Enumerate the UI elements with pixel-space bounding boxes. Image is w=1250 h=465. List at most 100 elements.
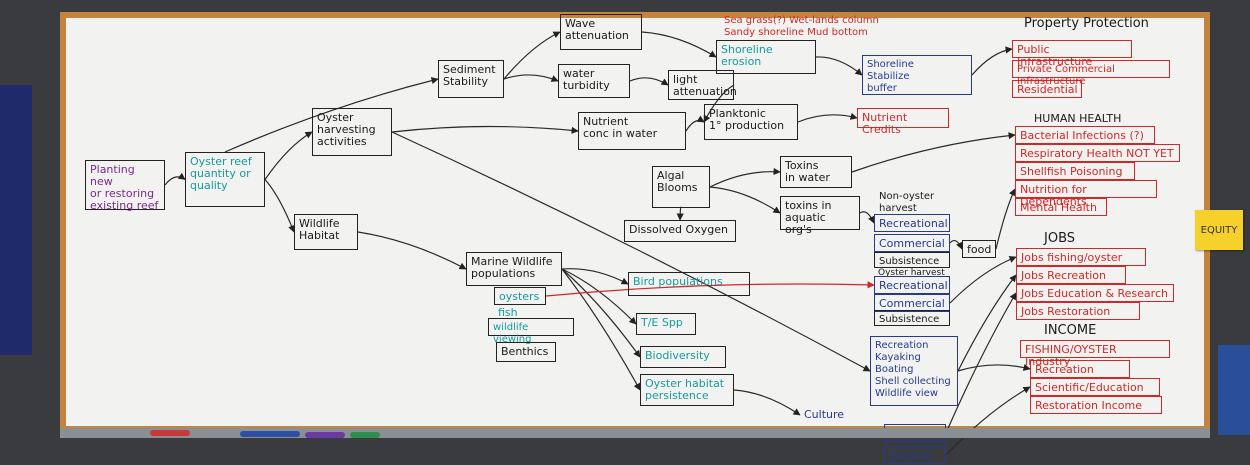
node-shellfish: Shellfish Poisoning <box>1015 162 1135 180</box>
node-wave: Wave attenuation <box>560 14 642 50</box>
arrow-20 <box>561 268 637 325</box>
arrow-16 <box>851 132 1016 173</box>
node-respiratory: Respiratory Health NOT YET <box>1015 144 1180 162</box>
node-income: INCOME <box>1044 323 1097 338</box>
node-recreational-1: Recreational <box>874 214 950 232</box>
node-oyster-habitat: Oyster habitat persistence <box>640 374 734 406</box>
node-subsistence-1: Subsistence <box>874 252 950 268</box>
arrow-11 <box>685 115 705 132</box>
arrow-17 <box>859 211 875 224</box>
arrow-9 <box>971 46 1013 76</box>
node-te-spp: T/E Spp <box>636 313 696 335</box>
arrow-28 <box>957 274 1017 372</box>
arrow-0 <box>164 172 186 186</box>
node-commercial-1: Commercial <box>874 234 950 252</box>
marker-green <box>350 432 380 438</box>
arrow-3 <box>264 179 295 233</box>
node-shoreline-stabilize: Shoreline Stabilize buffer <box>862 55 972 95</box>
node-jobs: JOBS <box>1044 231 1076 246</box>
node-toxins-water: Toxins in water <box>780 156 852 188</box>
node-property: Property Protection <box>1024 16 1149 31</box>
arrow-33 <box>391 125 579 134</box>
node-nutrition: Nutrition for Dependents <box>1015 180 1157 208</box>
arrow-18 <box>357 231 467 270</box>
node-jobs-education: Jobs Education & Research <box>1016 284 1174 302</box>
arrow-29 <box>957 363 1031 372</box>
arrow-5 <box>503 74 559 82</box>
node-private-infra: Private Commercial Infrastructure <box>1012 60 1170 87</box>
node-toxins-aquatic: toxins in aquatic org's <box>780 196 860 236</box>
arrow-13 <box>709 167 781 188</box>
node-oysters: oysters <box>494 287 546 305</box>
arrow-7 <box>641 31 717 58</box>
arrow-23 <box>545 281 875 297</box>
arrow-6 <box>629 77 669 86</box>
arrow-27 <box>949 256 1017 304</box>
node-benthics: Benthics <box>496 342 556 362</box>
node-inc-scientific: Scientific/Education <box>1030 378 1160 396</box>
arrow-4 <box>503 31 561 80</box>
arrow-22 <box>561 268 641 391</box>
marker-red <box>150 430 190 436</box>
node-food: food <box>962 240 996 258</box>
arrow-30 <box>945 292 1017 434</box>
node-marine-wildlife: Marine Wildlife populations <box>466 252 562 286</box>
node-oyster-reef: Oyster reef quantity or quality <box>185 152 265 207</box>
node-dissolved-oxygen: Dissolved Oxygen <box>624 220 736 242</box>
node-public-infra: Public Infrastructure <box>1012 40 1132 68</box>
node-bacterial: Bacterial Infections (?) <box>1015 126 1155 144</box>
node-subsistence-2: Subsistence <box>874 310 950 326</box>
node-algal: Algal Blooms <box>652 166 710 208</box>
node-planting: Planting new or restoring existing reef <box>85 160 165 212</box>
node-commercial-2: Commercial <box>874 294 950 312</box>
equity-sticky-note: EQUITY <box>1195 210 1243 250</box>
node-seagrass: Sea grass(?) Wet-lands column Sandy shor… <box>724 15 879 38</box>
node-wildlife-viewing: wildlife viewing <box>488 318 574 345</box>
arrow-21 <box>561 268 641 358</box>
node-inc-recreation: Recreation <box>1030 360 1130 378</box>
node-fish: fish <box>498 306 518 319</box>
arrow-2 <box>224 77 439 153</box>
node-shoreline-erosion: Shoreline erosion <box>716 40 816 74</box>
node-nutrient-water: Nutrient conc in water <box>578 112 686 150</box>
arrow-10 <box>703 84 735 123</box>
node-inc-restoration: Restoration Income <box>1030 396 1162 414</box>
node-recreation: Recreation Kayaking Boating Shell collec… <box>870 336 958 406</box>
arrow-31 <box>945 386 1031 456</box>
node-mental: Mental Health <box>1015 198 1107 216</box>
node-residential: Residential <box>1012 80 1082 98</box>
arrow-25 <box>995 188 1016 250</box>
arrow-1 <box>264 131 313 180</box>
node-science: Science <box>884 446 946 464</box>
node-recreational-2: Recreational <box>874 276 950 294</box>
node-jobs-recreation: Jobs Recreation <box>1016 266 1126 284</box>
node-inc-fishing: FISHING/OYSTER Industry <box>1020 340 1170 368</box>
node-culture: Culture <box>804 408 845 421</box>
marker-purple <box>305 432 345 438</box>
node-sediment: Sediment Stability <box>438 60 504 98</box>
arrow-19 <box>561 268 629 285</box>
node-human-health: HUMAN HEALTH <box>1034 112 1122 125</box>
marker-tray <box>60 428 1210 438</box>
node-nutrient-credits: Nutrient Credits <box>857 108 949 136</box>
marker-blue <box>240 431 300 437</box>
arrow-14 <box>709 186 781 214</box>
node-oyster-harvesting: Oyster harvesting activities <box>312 108 392 156</box>
arrow-24 <box>733 389 801 416</box>
node-biodiversity: Biodiversity <box>640 346 726 368</box>
node-jobs-fishing: Jobs fishing/oyster <box>1016 248 1146 266</box>
node-water-turbidity: water turbidity <box>558 64 630 98</box>
arrow-8 <box>815 56 863 76</box>
node-oyster-harvest: Oyster harvest <box>878 268 945 278</box>
node-wildlife-habitat: Wildlife Habitat <box>294 214 358 250</box>
left-poster <box>0 85 32 355</box>
node-light: light attenuation <box>668 70 737 100</box>
arrow-15 <box>676 206 684 221</box>
node-non-oyster: Non-oyster harvest <box>879 191 935 214</box>
right-poster <box>1218 345 1250 435</box>
arrow-26 <box>949 239 963 250</box>
node-bird: Bird populations <box>628 272 750 296</box>
node-planktonic: Planktonic 1° production <box>704 104 798 140</box>
